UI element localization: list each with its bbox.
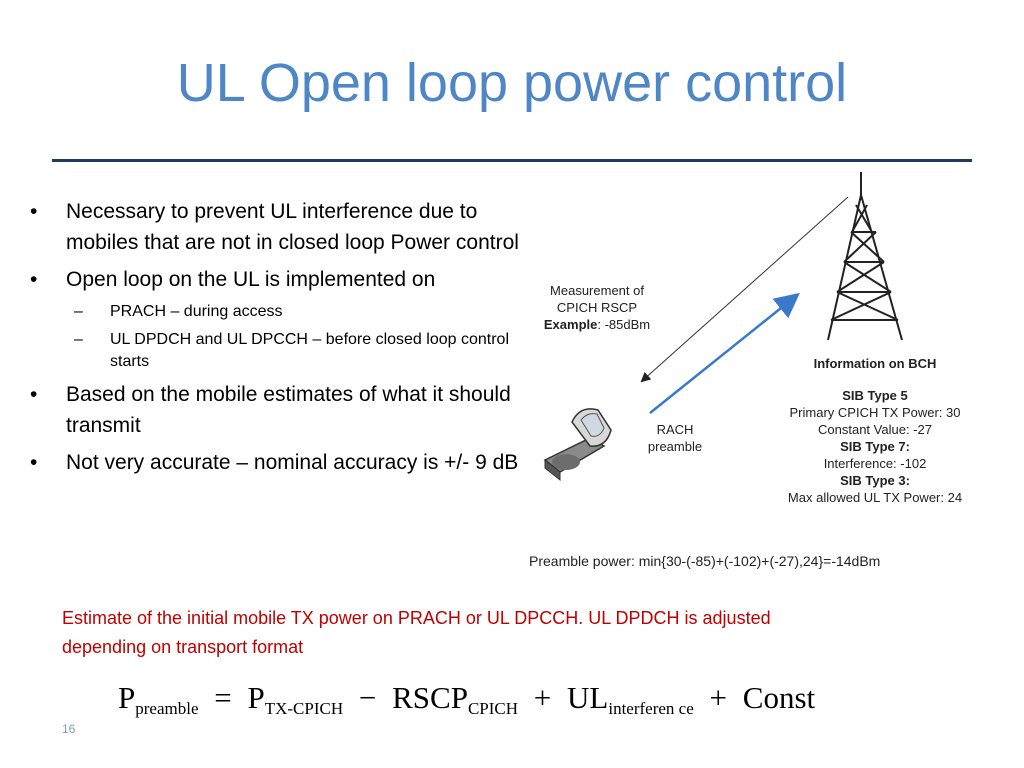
sub-bullet-text: UL DPDCH and UL DPCCH – before closed lo… bbox=[110, 331, 509, 370]
eq-plus1: + bbox=[533, 680, 552, 715]
bullet-symbol: • bbox=[30, 200, 38, 223]
eq-rscp-sub: CPICH bbox=[467, 699, 519, 718]
bullet-symbol: • bbox=[30, 451, 38, 474]
mobile-phone-icon bbox=[543, 408, 612, 482]
example-label: Example bbox=[543, 317, 598, 332]
eq-equals: = bbox=[214, 680, 232, 715]
eq-plus2: + bbox=[709, 680, 728, 715]
measurement-line2: CPICH RSCP bbox=[556, 300, 638, 315]
interference-text: Interference: -102 bbox=[823, 456, 927, 471]
slide-title: UL Open loop power control bbox=[176, 53, 848, 113]
bullet-list: • Necessary to prevent UL interference d… bbox=[30, 196, 520, 484]
bullet-item: • Based on the mobile estimates of what … bbox=[30, 379, 520, 441]
rach-line1: RACH bbox=[656, 422, 694, 437]
measurement-label: Measurement of CPICH RSCP Example: -85dB… bbox=[527, 282, 667, 333]
constant-value-text: Constant Value: -27 bbox=[818, 422, 932, 437]
bch-info-block: Information on BCH SIB Type 5 Primary CP… bbox=[770, 355, 980, 506]
eq-p-sub: preamble bbox=[135, 699, 199, 718]
page-number: 16 bbox=[62, 722, 76, 736]
sub-bullet-item: – UL DPDCH and UL DPCCH – before closed … bbox=[30, 329, 520, 373]
eq-const: Const bbox=[742, 680, 816, 715]
bullet-text: Necessary to prevent UL interference due… bbox=[66, 200, 519, 254]
cell-tower-icon bbox=[827, 172, 903, 341]
example-value: : -85dBm bbox=[597, 317, 651, 332]
bullet-text: Open loop on the UL is implemented on bbox=[66, 268, 436, 291]
bullet-symbol: • bbox=[30, 268, 38, 291]
preamble-power-text: Preamble power: min{30-(-85)+(-102)+(-27… bbox=[529, 553, 881, 569]
eq-rscp: RSCP bbox=[392, 680, 468, 715]
eq-p: P bbox=[118, 680, 136, 715]
downlink-arrow bbox=[640, 196, 849, 383]
eq-minus: − bbox=[358, 680, 377, 715]
eq-ul: UL bbox=[567, 680, 609, 715]
measurement-line1: Measurement of bbox=[550, 283, 644, 298]
estimate-note: Estimate of the initial mobile TX power … bbox=[62, 608, 771, 657]
bch-heading: Information on BCH bbox=[813, 356, 937, 371]
dash-symbol: – bbox=[74, 331, 83, 348]
measurement-example: Example: -85dBm bbox=[527, 316, 667, 333]
bullet-symbol: • bbox=[30, 383, 38, 406]
sib3-heading: SIB Type 3: bbox=[840, 473, 910, 488]
rach-line2: preamble bbox=[647, 439, 703, 454]
sub-bullet-text: PRACH – during access bbox=[110, 303, 283, 320]
bullet-text: Based on the mobile estimates of what it… bbox=[66, 383, 511, 437]
eq-p2: P bbox=[247, 680, 265, 715]
bullet-item: • Not very accurate – nominal accuracy i… bbox=[30, 447, 520, 478]
eq-ul-sub: interferen ce bbox=[608, 699, 694, 718]
title-divider bbox=[52, 159, 972, 162]
power-equation: Ppreamble = PTX-CPICH − RSCPCPICH + ULin… bbox=[118, 680, 815, 719]
sub-bullet-item: – PRACH – during access bbox=[30, 301, 520, 323]
bullet-item: • Open loop on the UL is implemented on bbox=[30, 264, 520, 295]
sib5-heading: SIB Type 5 bbox=[842, 388, 908, 403]
dash-symbol: – bbox=[74, 303, 83, 320]
rach-uplink-arrow bbox=[649, 292, 800, 414]
sib7-heading: SIB Type 7: bbox=[840, 439, 910, 454]
eq-p2-sub: TX-CPICH bbox=[264, 699, 344, 718]
cpich-power-text: Primary CPICH TX Power: 30 bbox=[789, 405, 961, 420]
bullet-text: Not very accurate – nominal accuracy is … bbox=[66, 451, 519, 474]
max-power-text: Max allowed UL TX Power: 24 bbox=[787, 490, 963, 505]
rach-label: RACH preamble bbox=[630, 421, 720, 455]
bullet-item: • Necessary to prevent UL interference d… bbox=[30, 196, 520, 258]
